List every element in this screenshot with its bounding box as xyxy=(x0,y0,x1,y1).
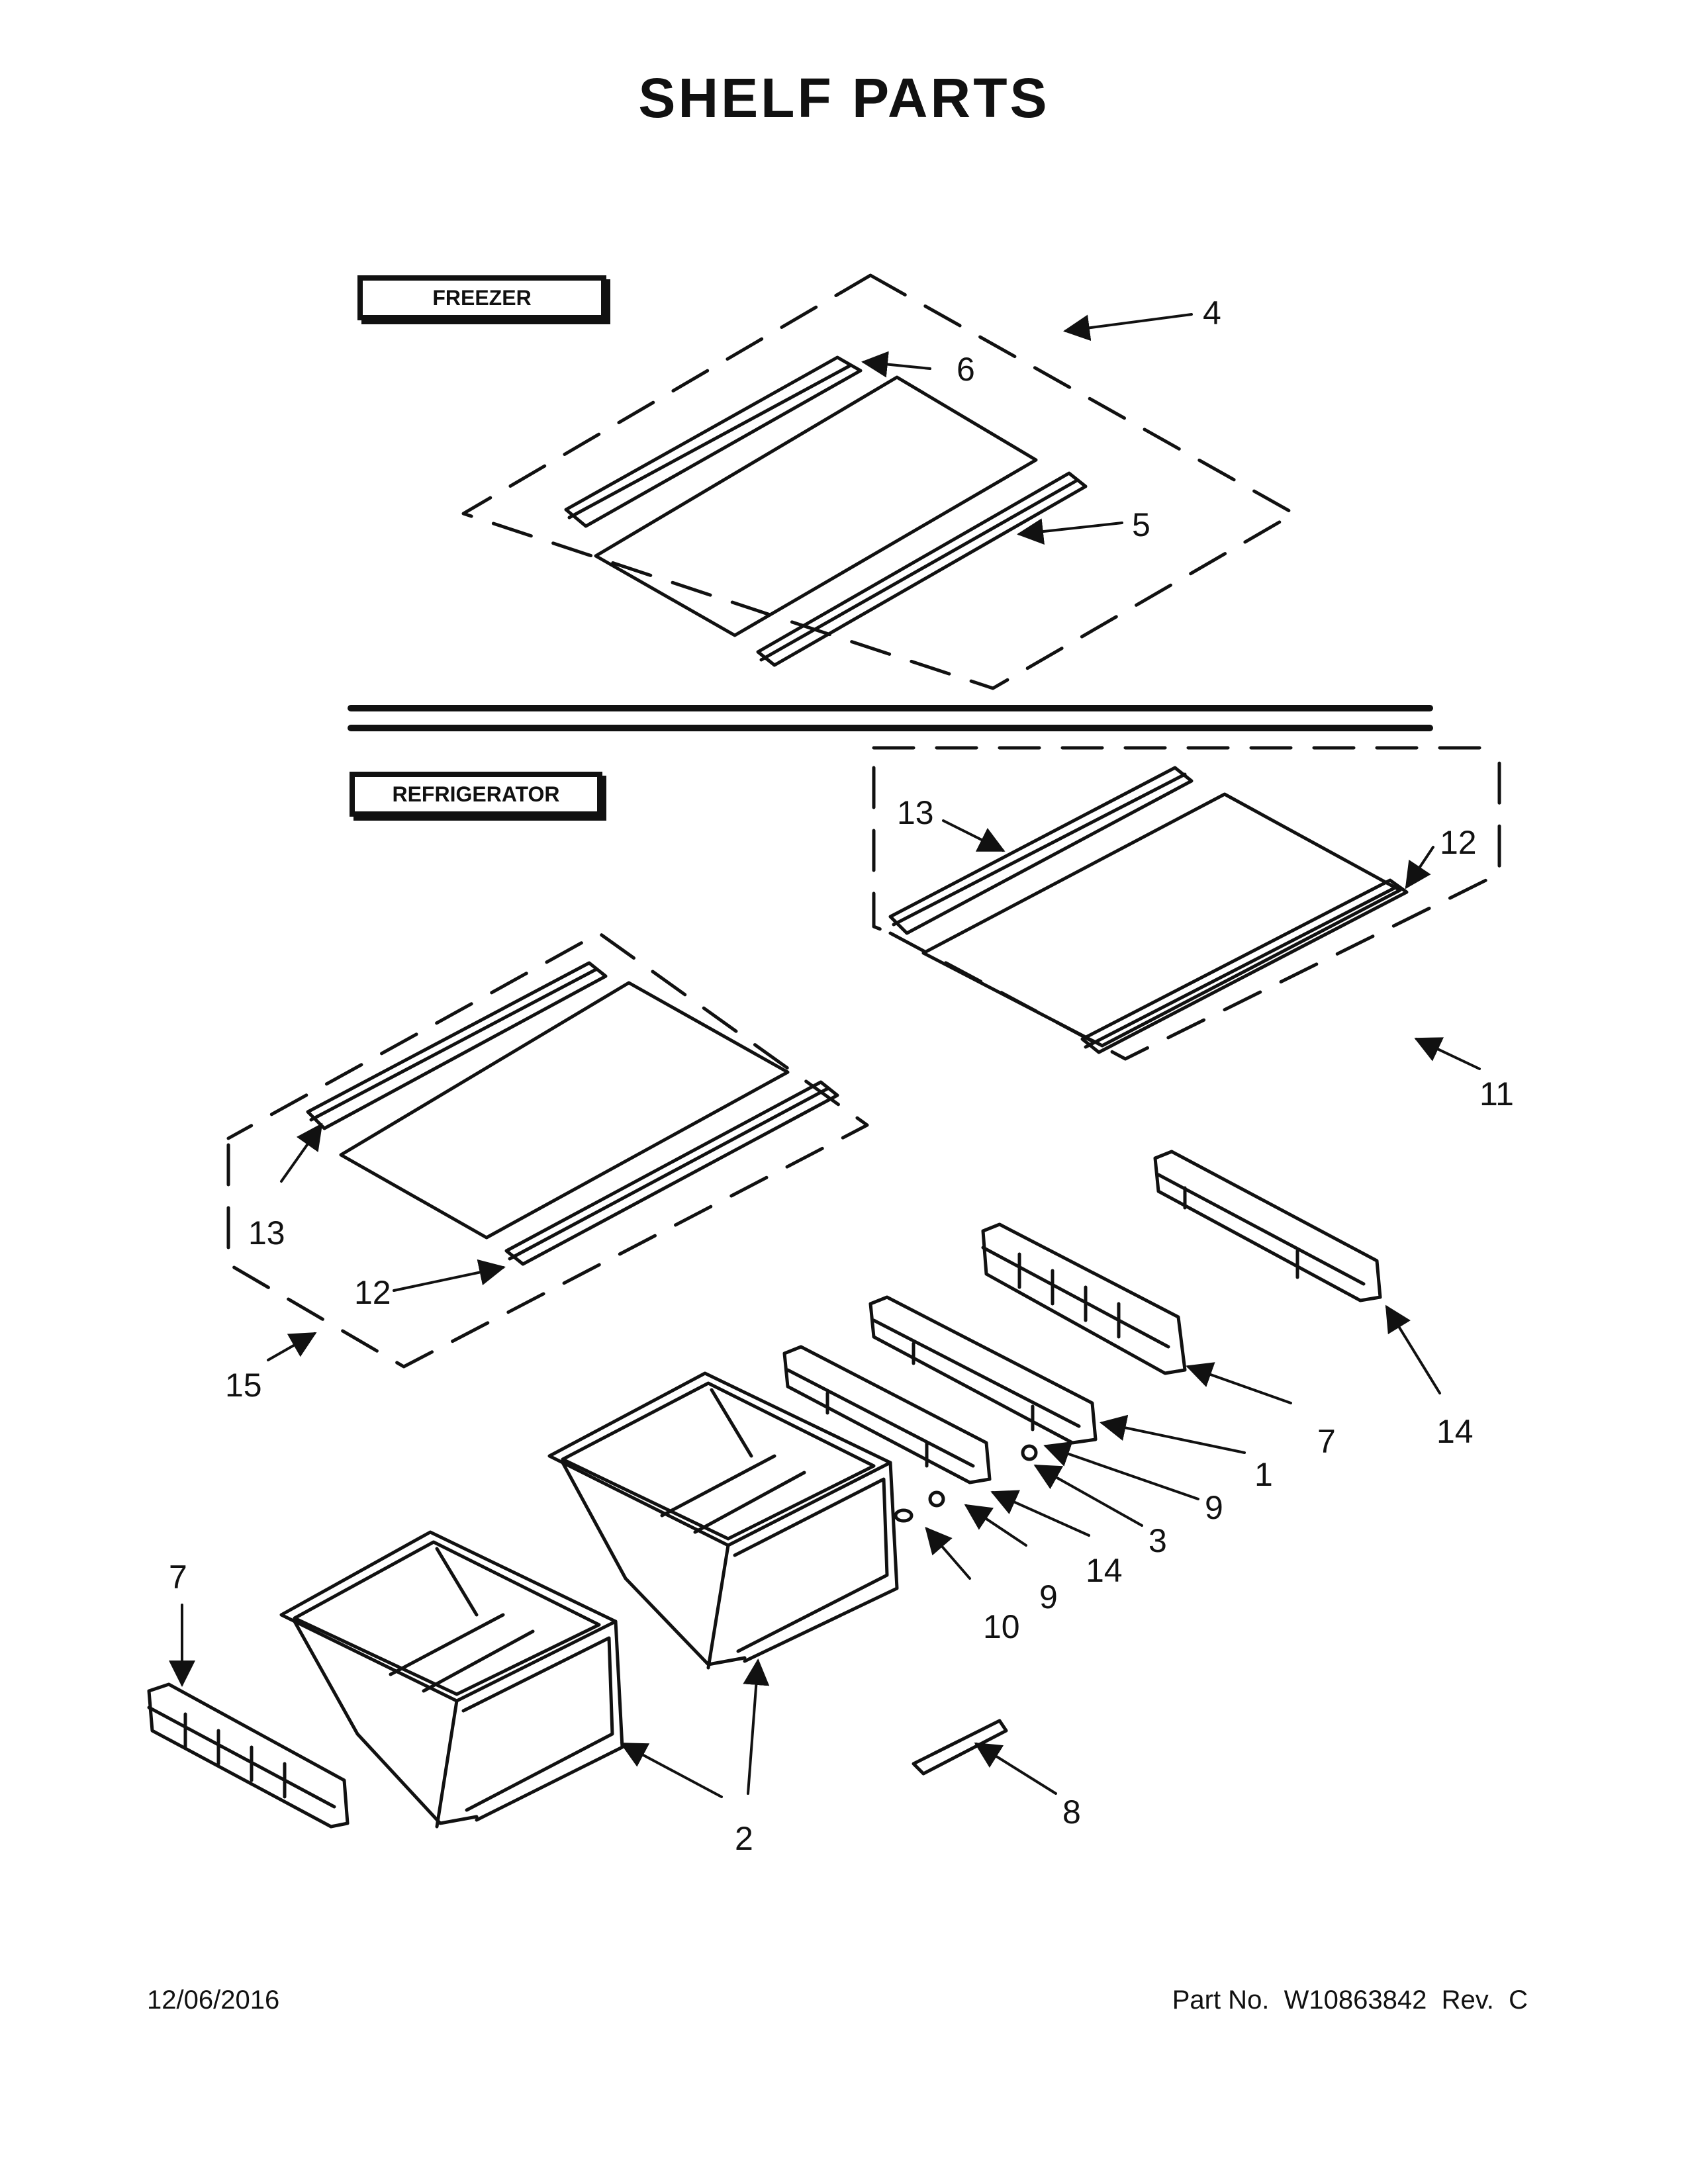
leader-13-right xyxy=(942,819,1006,852)
callout-1: 1 xyxy=(1254,1456,1273,1493)
fridge-shelf-left-frame-dashed xyxy=(226,931,869,1369)
callout-14-top: 14 xyxy=(1436,1413,1474,1450)
freezer-shelf-glass xyxy=(594,375,1038,637)
callout-7-left: 7 xyxy=(169,1559,187,1596)
freezer-section-label: FREEZER xyxy=(357,275,606,320)
washer-9-lower xyxy=(928,1490,945,1508)
callout-9-upper: 9 xyxy=(1205,1489,1223,1526)
refrigerator-section-label: REFRIGERATOR xyxy=(350,772,602,817)
drawer-rail-14-lower xyxy=(782,1345,992,1484)
leader-3 xyxy=(1033,1465,1143,1527)
callout-15: 15 xyxy=(225,1367,262,1404)
footer-part-number: Part No. W10863842 Rev. C xyxy=(1172,1985,1528,2015)
fridge-shelf-left-glass xyxy=(339,981,790,1240)
leader-14-top xyxy=(1385,1304,1441,1394)
leader-9-lower xyxy=(964,1504,1027,1547)
leader-2-left xyxy=(620,1743,723,1798)
crisper-drawer-right xyxy=(547,1371,899,1670)
callout-2: 2 xyxy=(735,1820,753,1857)
callout-6: 6 xyxy=(957,351,975,388)
leader-4 xyxy=(1063,313,1193,341)
callout-7-right: 7 xyxy=(1317,1423,1336,1460)
callout-11: 11 xyxy=(1479,1075,1514,1113)
leader-5 xyxy=(1017,518,1123,545)
leader-12-left xyxy=(393,1259,506,1292)
crisper-drawer-left xyxy=(279,1530,624,1829)
freezer-shelf-frame-dashed xyxy=(461,273,1296,690)
drawer-rail-1 xyxy=(868,1295,1098,1445)
leader-6 xyxy=(861,351,931,378)
leader-2-right xyxy=(743,1659,770,1795)
callout-12-right: 12 xyxy=(1440,824,1477,861)
footer-date: 12/06/2016 xyxy=(147,1985,280,2015)
freezer-shelf-front-trim xyxy=(756,471,1088,667)
callout-14-lower: 14 xyxy=(1086,1552,1123,1589)
leader-8 xyxy=(974,1742,1057,1795)
callout-9-lower: 9 xyxy=(1039,1578,1058,1615)
callout-13-right: 13 xyxy=(897,794,934,831)
drawer-rail-14-top xyxy=(1153,1150,1382,1302)
leader-12-right xyxy=(1405,846,1434,889)
fridge-shelf-right-frame-dashed xyxy=(872,766,892,935)
callout-5: 5 xyxy=(1132,506,1150,543)
fridge-shelf-right-rear-trim xyxy=(888,766,1194,935)
leader-1 xyxy=(1100,1414,1246,1454)
leader-10 xyxy=(925,1526,971,1580)
callout-13-left: 13 xyxy=(248,1214,285,1251)
freezer-shelf-rear-trim xyxy=(564,355,863,528)
callout-3: 3 xyxy=(1149,1522,1167,1559)
fridge-shelf-right-glass xyxy=(921,792,1402,1048)
leader-14-lower xyxy=(990,1490,1090,1537)
leader-7-right xyxy=(1186,1362,1292,1404)
drawer-glide-right-7 xyxy=(981,1222,1187,1375)
fridge-shelf-right-front-trim xyxy=(1080,878,1409,1054)
washer-9-upper xyxy=(1021,1444,1038,1461)
clip-8 xyxy=(912,1719,1008,1776)
callout-10: 10 xyxy=(983,1608,1020,1645)
page-title: SHELF PARTS xyxy=(638,67,1050,129)
leader-9-upper xyxy=(1043,1441,1199,1500)
fridge-shelf-left-rear-trim xyxy=(306,961,608,1130)
screw-10 xyxy=(894,1508,914,1523)
drawer-glide-left-7 xyxy=(147,1682,350,1829)
leader-11 xyxy=(1414,1037,1481,1070)
callout-8: 8 xyxy=(1062,1794,1081,1831)
leader-15 xyxy=(267,1332,317,1361)
callout-4: 4 xyxy=(1203,295,1221,332)
fridge-shelf-left-front-trim xyxy=(504,1080,839,1266)
callout-12-left: 12 xyxy=(354,1274,391,1311)
leader-13-left xyxy=(280,1122,323,1183)
